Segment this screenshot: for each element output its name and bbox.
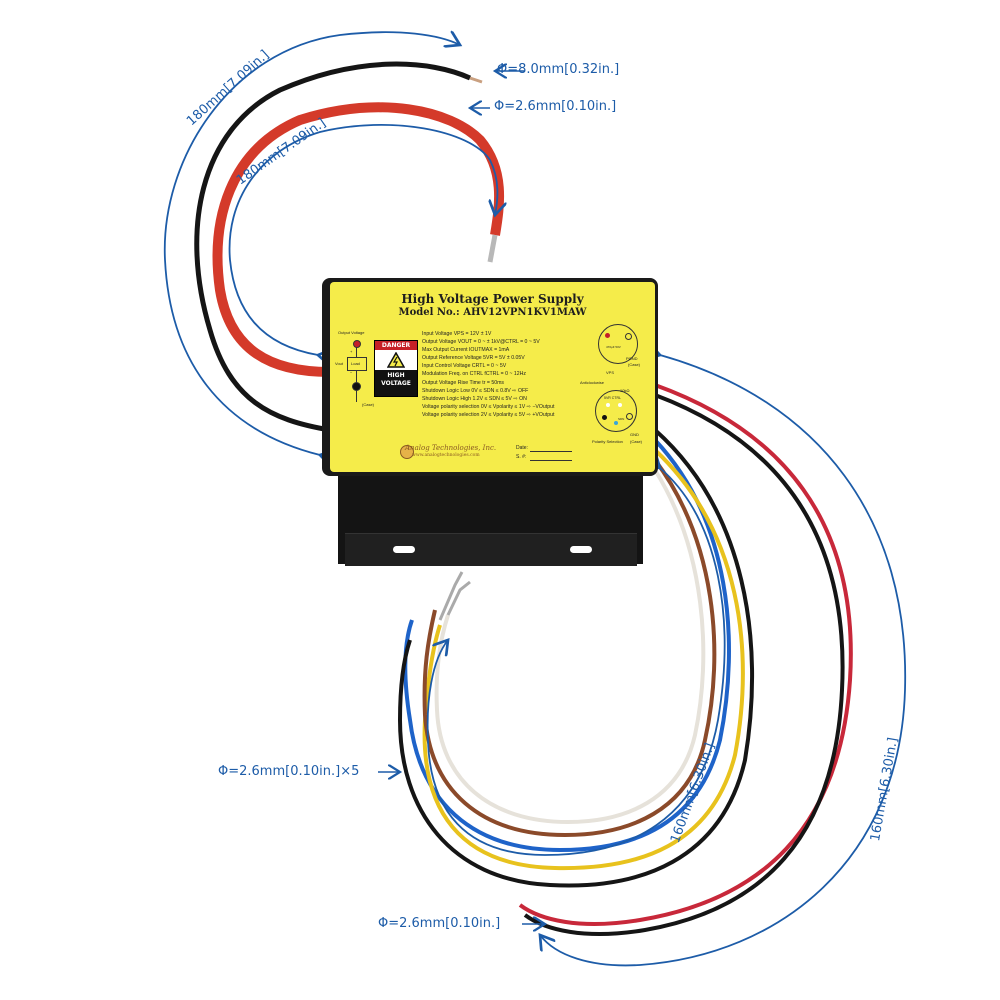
spec-line: Shutdown Logic Low 0V ≤ SDN ≤ 0.8V ⇨ OFF xyxy=(422,387,529,394)
spec-line: Output Voltage Rise Time tr = 50ms xyxy=(422,379,505,386)
output-terminal-icon xyxy=(353,340,361,348)
gnd-pin-icon xyxy=(626,413,633,420)
potentiometer-label: 10kΩ xyxy=(620,388,630,393)
spec-line: Output Voltage VOUT = 0 ~ ± 1kV@CTRL = 0… xyxy=(422,339,540,346)
capacitor-label: 470μF 50V xyxy=(606,345,621,349)
plus-sign: + xyxy=(350,349,353,354)
pin-labels: 5VR CTRL xyxy=(604,396,621,400)
power-wires-diameter: Φ=2.6mm[0.10in.] xyxy=(378,916,501,931)
mounting-slot xyxy=(570,546,592,553)
red-wire-diameter: Φ=2.6mm[0.10in.] xyxy=(494,99,617,114)
spec-line: Voltage polarity selection 2V ≤ Vpolarit… xyxy=(422,411,555,418)
gnd-label: GND xyxy=(630,432,639,437)
date-label: Date: xyxy=(516,445,528,451)
vps-pin-icon xyxy=(605,333,610,338)
spec-line: Max Output Current IOUTMAX = 1mA xyxy=(422,347,510,354)
vout-label: Vout xyxy=(335,361,344,366)
sdn-label: SDN xyxy=(618,417,625,421)
load-label: Load xyxy=(351,361,360,366)
case-label: (Case) xyxy=(628,362,641,367)
pin-icon xyxy=(606,403,610,407)
product-title: High Voltage Power Supply xyxy=(401,292,584,306)
warning-line-2: VOLTAGE xyxy=(381,380,411,387)
serial-number-label: S. #: xyxy=(516,454,527,460)
spec-line: Input Control Voltage CRTL = 0 ~ 5V xyxy=(422,363,507,370)
high-voltage-warning-icon xyxy=(375,350,417,370)
vps-label: VPS xyxy=(606,370,615,375)
load-box: Load xyxy=(347,357,367,371)
power-connector-diagram: 470μF 50V xyxy=(598,324,638,364)
date-field-line xyxy=(530,451,572,452)
anticlockwise-label: Anticlockwise xyxy=(580,380,605,385)
model-number: Model No.: AHV12VPN1KV1MAW xyxy=(398,307,587,318)
spec-line: Modulation Freq. on CTRL fCTRL = 0 ~ 12H… xyxy=(422,371,526,378)
case-label: (Case) xyxy=(362,402,375,407)
spec-line: Output Reference Voltage 5VR = 5V ± 0.05… xyxy=(422,355,525,362)
minus-sign: − xyxy=(350,370,353,375)
sdn-pin-icon xyxy=(614,421,618,425)
company-website: www.analogtechnologies.com xyxy=(412,453,480,458)
pgnd-label: PGND xyxy=(626,356,638,361)
black-wire-diameter: Φ=8.0mm[0.32in.] xyxy=(497,62,620,77)
spec-line: Input Voltage VPS = 12V ± 1V xyxy=(422,331,492,337)
serial-field-line xyxy=(530,460,572,461)
signal-wires-diameter: Φ=2.6mm[0.10in.]×5 xyxy=(218,764,360,779)
output-voltage-label: Output Voltage xyxy=(338,330,365,335)
polarity-selection-label: Polarity Selection xyxy=(592,439,623,444)
pin-icon xyxy=(618,403,622,407)
circuit-line xyxy=(356,347,357,402)
signal-connector-diagram: 5VR CTRL SDN xyxy=(595,390,637,432)
company-logo-icon xyxy=(400,445,414,459)
spec-list: Input Voltage VPS = 12V ± 1V Output Volt… xyxy=(422,330,554,419)
case-label: (Case) xyxy=(630,439,643,444)
danger-label: DANGER xyxy=(375,341,417,350)
pin-icon xyxy=(602,415,607,420)
warning-line-1: HIGH xyxy=(387,372,405,379)
product-label: High Voltage Power Supply Model No.: AHV… xyxy=(330,282,655,472)
company-name: Analog Technologies, Inc. xyxy=(405,444,497,452)
spec-line: Voltage polarity selection 0V ≤ Vpolarit… xyxy=(422,403,555,410)
case-terminal-icon xyxy=(352,382,361,391)
mounting-flange xyxy=(345,533,637,566)
mounting-slot xyxy=(393,546,415,553)
spec-line: Shutdown Logic High 1.2V ≤ SDN ≤ 5V ⇨ ON xyxy=(422,395,527,402)
red-power-wire xyxy=(212,102,505,377)
pgnd-pin-icon xyxy=(625,333,632,340)
